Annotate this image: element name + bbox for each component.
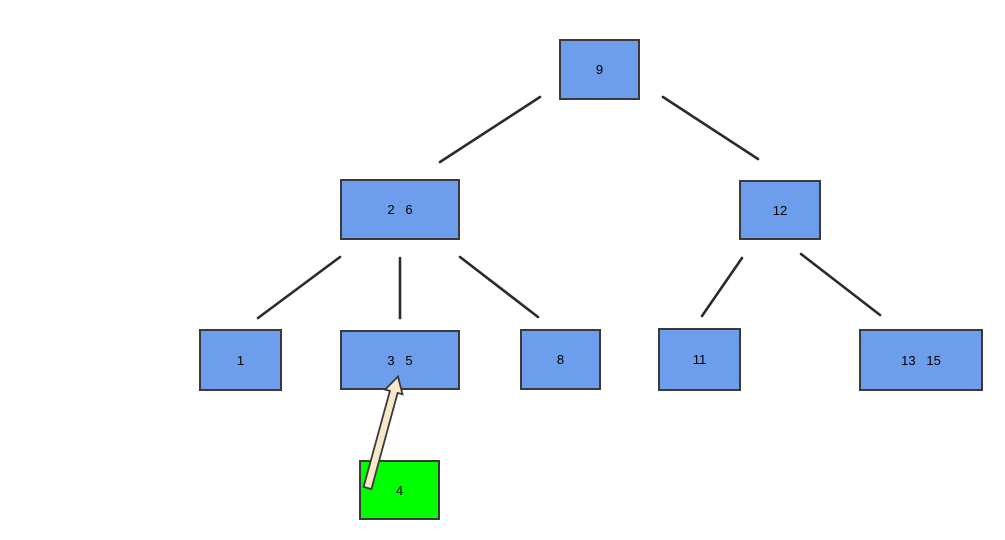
- edge-n26-n1: [256, 255, 342, 320]
- tree-node-3-5: 3 5: [340, 330, 460, 390]
- tree-node-11: 11: [658, 328, 741, 391]
- tree-node-9: 9: [559, 39, 640, 100]
- edge-n12-n1315: [799, 252, 882, 317]
- node-label-2-6: 2 6: [387, 202, 413, 217]
- edge-n9-n12: [661, 95, 760, 161]
- tree-node-1: 1: [199, 329, 282, 391]
- node-label-11: 11: [692, 352, 707, 367]
- tree-node-13-15: 13 15: [859, 329, 983, 391]
- node-label-1: 1: [236, 352, 245, 368]
- tree-node-12: 12: [739, 180, 821, 240]
- tree-node-8: 8: [520, 329, 601, 390]
- tree-node-4-insert: 4: [359, 460, 440, 520]
- tree-node-2-6: 2 6: [340, 179, 460, 240]
- node-label-12: 12: [772, 202, 788, 218]
- node-label-9: 9: [595, 62, 604, 77]
- edge-n12-n11: [700, 256, 744, 318]
- node-label-13-15: 13 15: [901, 352, 941, 368]
- edge-n9-n26: [438, 95, 542, 164]
- node-label-4: 4: [395, 482, 404, 498]
- node-label-8: 8: [556, 352, 565, 367]
- node-label-3-5: 3 5: [387, 352, 413, 368]
- edge-n26-n8: [458, 255, 540, 319]
